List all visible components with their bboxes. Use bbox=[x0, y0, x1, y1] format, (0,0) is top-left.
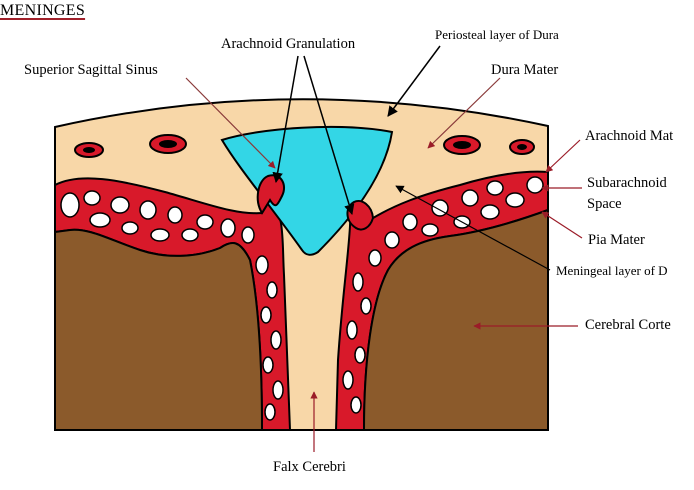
label-cerebral-cortex: Cerebral Corte bbox=[585, 317, 671, 333]
dural-vessels bbox=[74, 134, 535, 158]
label-subarachnoid-space-line1: Subarachnoid bbox=[587, 175, 667, 191]
label-meningeal-layer: Meningeal layer of D bbox=[556, 263, 668, 278]
label-pia-mater: Pia Mater bbox=[588, 232, 645, 248]
right-subarachnoid-spaces bbox=[342, 176, 544, 414]
left-cerebral-cortex bbox=[54, 228, 264, 431]
label-falx-cerebri: Falx Cerebri bbox=[273, 459, 346, 475]
label-periosteal-layer: Periosteal layer of Dura bbox=[435, 27, 559, 42]
superior-sagittal-sinus bbox=[220, 125, 394, 256]
right-cerebral-cortex bbox=[362, 208, 549, 431]
label-subarachnoid-space-line2: Space bbox=[587, 196, 622, 212]
left-subarachnoid-spaces bbox=[60, 190, 284, 421]
label-superior-sagittal-sinus: Superior Sagittal Sinus bbox=[24, 62, 158, 78]
label-arachnoid-granulation: Arachnoid Granulation bbox=[221, 36, 356, 52]
label-dura-mater: Dura Mater bbox=[491, 62, 559, 78]
label-arachnoid-mater: Arachnoid Mat bbox=[585, 128, 674, 144]
leader-lines bbox=[185, 45, 583, 452]
page-title: MENINGES bbox=[0, 2, 86, 19]
